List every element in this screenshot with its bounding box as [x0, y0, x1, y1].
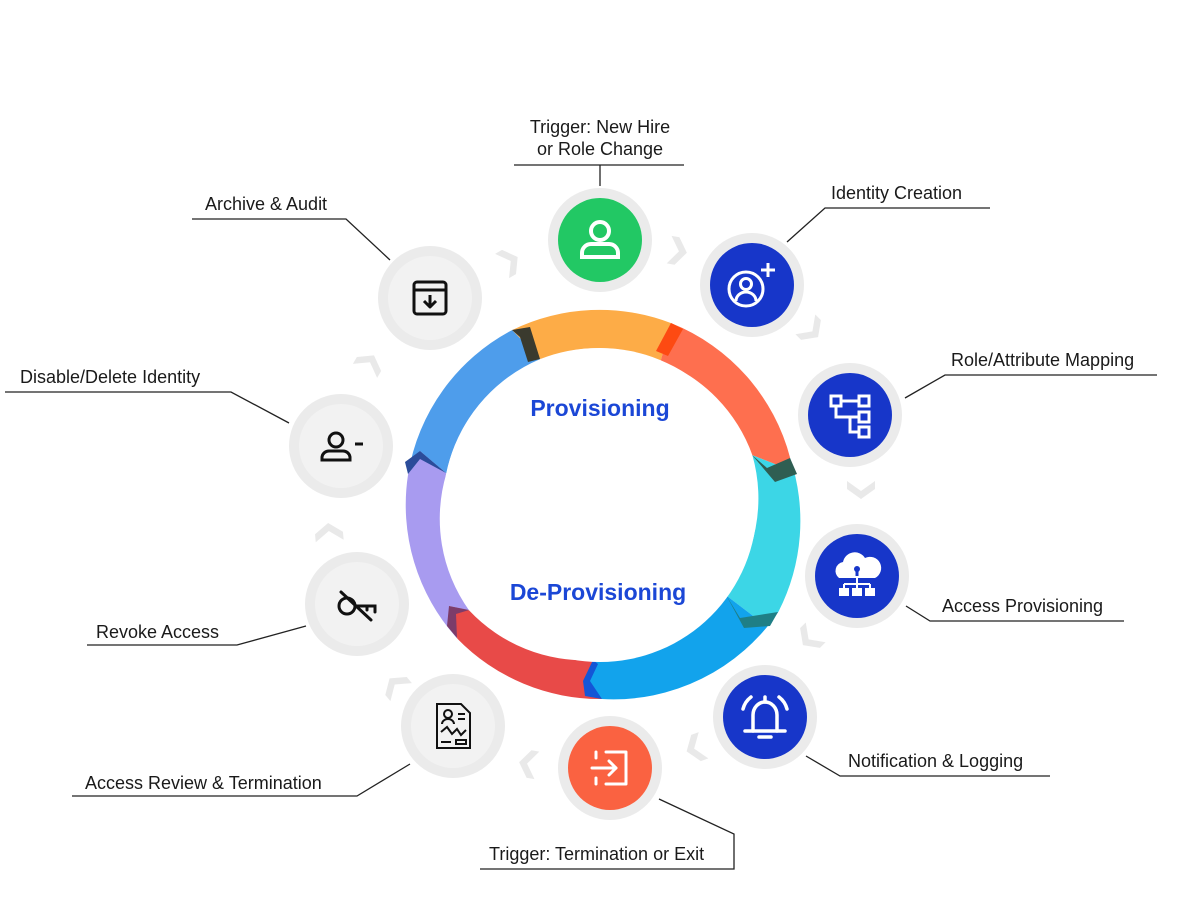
- step-node-trigger-termination: [558, 716, 662, 820]
- label-access-review-termination: Access Review & Termination: [85, 773, 322, 793]
- chevron-right-icon: [795, 314, 821, 340]
- chevron-right-icon: [666, 235, 687, 265]
- chevron-right-icon: [495, 249, 518, 279]
- ring-joint-accent: [405, 451, 446, 474]
- label-disable-delete-identity: Disable/Delete Identity: [20, 367, 200, 387]
- leader-notification: [805, 755, 1050, 777]
- leader-identity-creation: [786, 207, 990, 243]
- label-trigger-termination: Trigger: Termination or Exit: [489, 844, 704, 864]
- label-trigger-new-hire-line1: Trigger: New Hire: [530, 117, 670, 137]
- leader-archive-audit: [192, 218, 391, 261]
- ring-joint-accent: [512, 327, 540, 362]
- chevron-left-icon: [519, 750, 540, 780]
- label-role-attribute-mapping: Role/Attribute Mapping: [951, 350, 1134, 370]
- leader-role-mapping: [904, 374, 1157, 399]
- cloud-network-icon: [835, 552, 882, 596]
- step-node-identity-creation: [700, 233, 804, 337]
- node-fill: [808, 373, 892, 457]
- provisioning-label: Provisioning: [530, 395, 669, 421]
- ring-joint-accent: [656, 323, 683, 356]
- step-node-access-review-termination: [401, 674, 505, 778]
- leader-trigger-termination: [480, 798, 735, 870]
- chevron-up-icon: [315, 523, 344, 543]
- leader-access-review: [72, 763, 411, 797]
- leader-revoke-access: [87, 625, 307, 646]
- step-node-trigger-new-hire: [548, 188, 652, 292]
- step-node-notification-logging: [713, 665, 817, 769]
- user-remove-icon: [320, 431, 363, 462]
- ring-joint-accent: [447, 606, 469, 638]
- ring-segment-red: [449, 606, 602, 700]
- step-labels: Trigger: New Hire or Role Change Identit…: [20, 117, 1134, 864]
- eye-off-icon: [337, 590, 377, 622]
- node-fill: [723, 675, 807, 759]
- leader-disable-delete: [5, 391, 290, 424]
- label-trigger-new-hire-line2: or Role Change: [537, 139, 663, 159]
- step-node-role-attribute-mapping: [798, 363, 902, 467]
- step-node-revoke-access: [305, 552, 409, 656]
- chevron-up-icon: [352, 355, 382, 378]
- ring-joint-accent: [752, 455, 797, 482]
- ring-segment-blue: [583, 594, 779, 700]
- chevron-up-icon: [385, 677, 412, 702]
- chevron-down-icon: [800, 622, 826, 648]
- bell-icon: [741, 695, 789, 739]
- de-provisioning-label: De-Provisioning: [510, 579, 686, 605]
- label-notification-logging: Notification & Logging: [848, 751, 1023, 771]
- node-fill: [315, 562, 399, 646]
- hierarchy-icon: [829, 394, 871, 439]
- ring-segment-orange: [660, 323, 791, 465]
- ring-segment-light-blue: [408, 330, 541, 475]
- flow-chevrons: [315, 235, 875, 780]
- label-access-provisioning: Access Provisioning: [942, 596, 1103, 616]
- label-identity-creation: Identity Creation: [831, 183, 962, 203]
- step-node-disable-delete-identity: [289, 394, 393, 498]
- ring-inner: [443, 348, 757, 662]
- label-revoke-access: Revoke Access: [96, 622, 219, 642]
- node-fill: [411, 684, 495, 768]
- ring-segment-yellow: [512, 309, 672, 361]
- user-add-icon: [727, 263, 775, 308]
- step-node-access-provisioning: [805, 524, 909, 628]
- user-icon: [580, 220, 620, 259]
- ring-joint-accent: [726, 595, 778, 628]
- lifecycle-ring: Provisioning De-Provisioning: [405, 309, 801, 700]
- archive-icon: [412, 280, 448, 316]
- step-node-archive-audit: [378, 246, 482, 350]
- ring-segment-purple: [405, 451, 469, 639]
- chevron-down-icon: [847, 481, 875, 499]
- leader-access-provisioning: [905, 605, 1124, 622]
- ring-segment-cyan: [725, 455, 801, 621]
- ring-joint-accent: [583, 660, 602, 699]
- exit-icon: [590, 750, 628, 786]
- chevron-left-icon: [686, 732, 709, 762]
- leader-lines: [5, 164, 1157, 870]
- label-archive-audit: Archive & Audit: [205, 194, 327, 214]
- document-icon: [436, 703, 471, 749]
